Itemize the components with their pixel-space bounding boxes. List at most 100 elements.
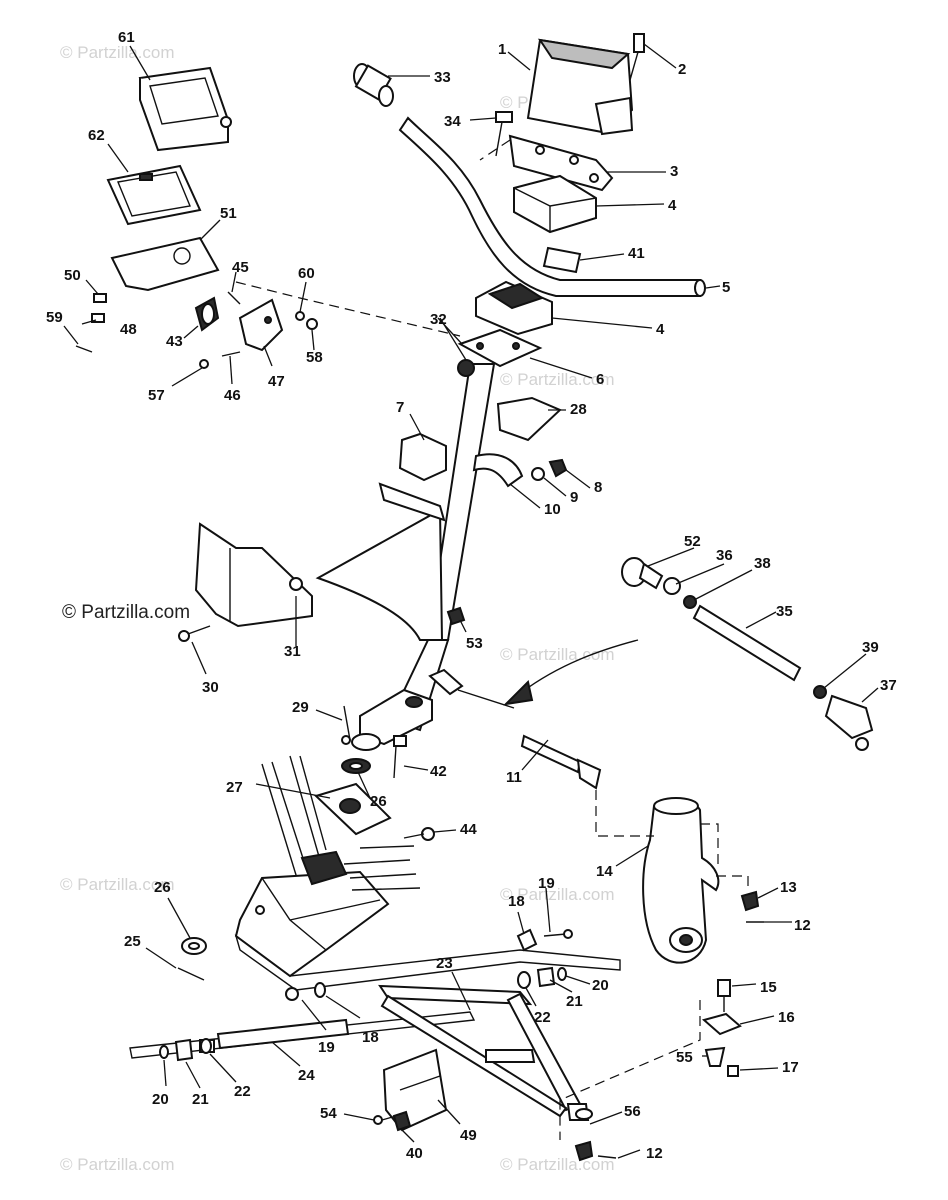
clip-50 (93, 293, 107, 303)
callout-57: 57 (148, 387, 165, 404)
callout-39: 39 (862, 639, 879, 656)
bolt-19 (543, 933, 567, 937)
copyright-text: © Partzilla.com (62, 602, 190, 623)
steering-column (315, 359, 496, 732)
hardware-right (516, 928, 573, 989)
rod-end-37 (824, 694, 874, 740)
callout-18-right: 18 (508, 893, 525, 910)
callout-58: 58 (306, 349, 323, 366)
callout-10: 10 (544, 501, 561, 518)
nut-58 (306, 318, 318, 330)
watermark-text: © Partzilla.com (500, 885, 615, 904)
bracket-47 (238, 298, 284, 352)
watermark-layer: © Partzilla.com © Partzilla.com © Partzi… (60, 43, 615, 1174)
callout-48: 48 (120, 321, 137, 338)
callout-36: 36 (716, 547, 733, 564)
tie-rod-11 (428, 668, 602, 790)
grip-pad-41 (542, 246, 582, 274)
washer-22 (517, 971, 531, 989)
bushing-7 (398, 432, 447, 482)
callout-12-upper: 12 (794, 917, 811, 934)
frame-bulkhead (234, 755, 421, 978)
nut-8-washer-9 (531, 458, 568, 481)
handlebar-5 (398, 116, 706, 297)
callout-6: 6 (596, 371, 604, 388)
spring-25 (177, 967, 205, 981)
bolt-44 (403, 827, 435, 841)
callout-5: 5 (722, 279, 730, 296)
callout-55: 55 (676, 1049, 693, 1066)
callout-61: 61 (118, 29, 135, 46)
callout-60: 60 (298, 265, 315, 282)
callout-45: 45 (232, 259, 249, 276)
bolt-19 (285, 987, 299, 1001)
callout-44: 44 (460, 821, 477, 838)
bolt-30 (178, 625, 211, 642)
callout-12-lower: 12 (646, 1145, 663, 1162)
washer-22 (200, 1038, 212, 1054)
callout-24: 24 (298, 1067, 315, 1084)
callout-37: 37 (880, 677, 897, 694)
callout-21-left: 21 (192, 1091, 209, 1108)
tie-rod-assembly (621, 557, 874, 751)
dashed-assembly-lines (235, 139, 749, 1140)
callout-51: 51 (220, 205, 237, 222)
callout-21-right: 21 (566, 993, 583, 1010)
leader-lines (63, 43, 879, 1159)
callout-28: 28 (570, 401, 587, 418)
watermark-text: © Partzilla.com (60, 875, 175, 894)
callout-62: 62 (88, 127, 105, 144)
nut-36 (663, 577, 681, 595)
nut-57 (199, 359, 209, 369)
callout-25: 25 (124, 933, 141, 950)
callout-13: 13 (780, 879, 797, 896)
mount-plate-51 (110, 236, 220, 292)
callout-43: 43 (166, 333, 183, 350)
callout-4-upper: 4 (668, 197, 677, 214)
spindle-14 (642, 797, 720, 964)
lower-joint-56 (574, 1108, 617, 1162)
instrument-plate-62 (106, 164, 202, 226)
grommet-43-hole (201, 303, 215, 325)
callout-26-lower: 26 (154, 879, 171, 896)
callout-4-lower: 4 (656, 321, 665, 338)
plate-6 (457, 328, 543, 368)
callout-9: 9 (570, 489, 578, 506)
callout-23: 23 (436, 955, 453, 972)
washer-18 (314, 982, 326, 998)
callout-52: 52 (684, 533, 701, 550)
callout-32: 32 (430, 311, 447, 328)
plate-3 (508, 134, 614, 192)
callout-31: 31 (284, 643, 301, 660)
callout-34: 34 (444, 113, 461, 130)
nut-32 (457, 359, 475, 377)
screw-17 (727, 1065, 739, 1077)
callout-2: 2 (678, 61, 686, 78)
callout-38: 38 (754, 555, 771, 572)
bushing-21 (536, 966, 556, 988)
cotter-pin-12-lower (597, 1155, 617, 1159)
bolt-42 (393, 735, 407, 779)
bearing-stack-26 (341, 733, 381, 774)
washer-20 (159, 1045, 169, 1059)
a-arm-23 (378, 984, 590, 1121)
callout-18-left: 18 (362, 1029, 379, 1046)
callout-15: 15 (760, 979, 777, 996)
nut-13 (740, 890, 760, 912)
callout-27: 27 (226, 779, 243, 796)
nut-39 (813, 685, 827, 699)
callout-56: 56 (624, 1103, 641, 1120)
pin-59 (75, 345, 93, 353)
clamp-upper-1 (526, 38, 634, 136)
tie-rod-35 (692, 604, 802, 682)
callout-19-left: 19 (318, 1039, 335, 1056)
callout-47: 47 (268, 373, 285, 390)
callout-40: 40 (406, 1145, 423, 1162)
spring-45 (227, 291, 241, 305)
callout-49: 49 (460, 1127, 477, 1144)
watermark-text: © Partzilla.com (500, 370, 615, 389)
hardware-left (159, 937, 326, 1062)
callout-16: 16 (778, 1009, 795, 1026)
bushing-29 (341, 705, 351, 745)
